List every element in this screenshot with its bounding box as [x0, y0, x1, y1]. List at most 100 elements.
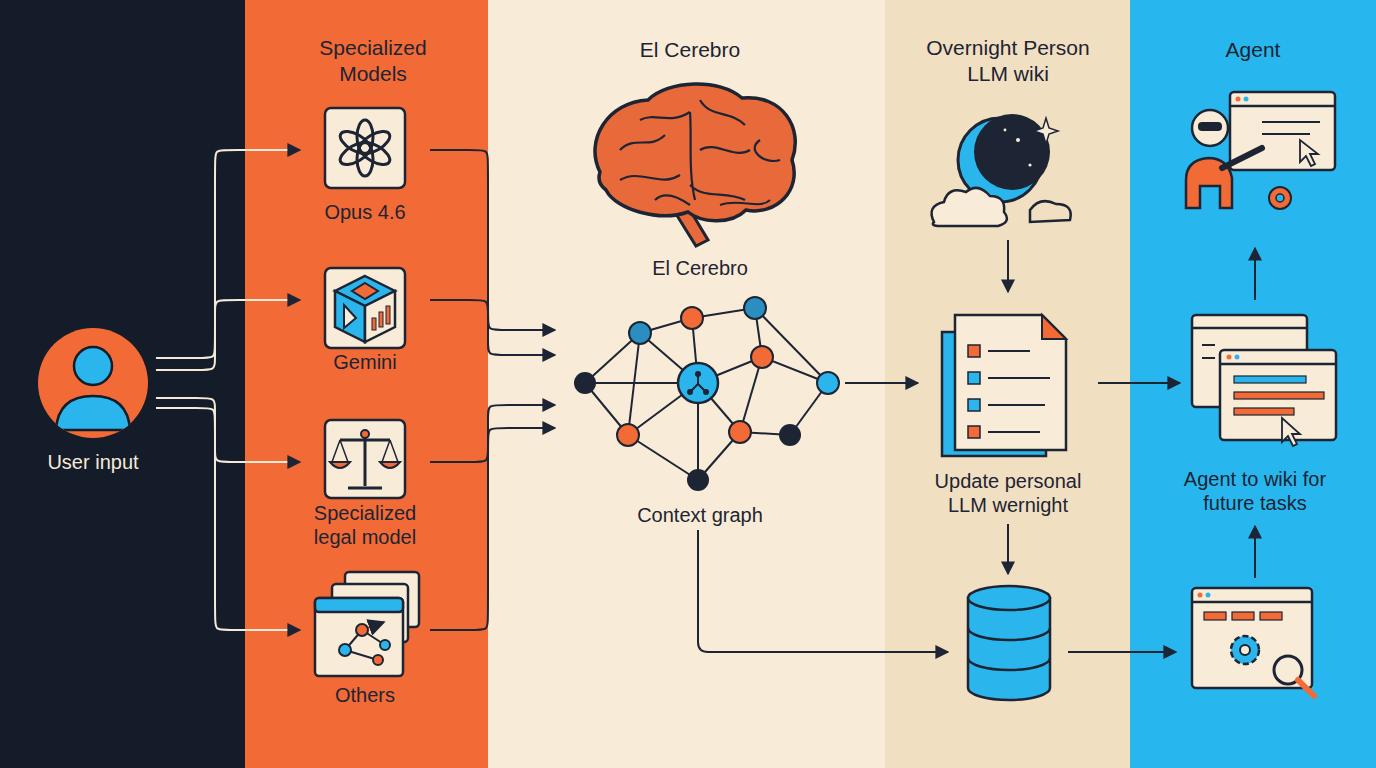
context-graph-illustration-part-part [755, 308, 828, 383]
agent-windows-icon-part [1202, 357, 1215, 359]
flow-arrow [156, 150, 300, 358]
agent-illustration-part [1198, 122, 1222, 131]
flow-arrow [156, 408, 300, 630]
windows-icon-part [315, 598, 403, 612]
cube-icon [325, 268, 405, 348]
process-node: User input [30, 328, 156, 474]
cube-icon-part [379, 312, 383, 327]
brain-illustration-part [720, 200, 770, 205]
cube-icon-part [352, 283, 378, 299]
agent-illustration-part [1262, 133, 1310, 135]
agent-windows-icon-part [1234, 376, 1306, 383]
cube-icon-part [344, 305, 356, 328]
windows-icon-part [373, 655, 383, 665]
node-label: Gemini [333, 350, 396, 374]
flow-arrow [430, 150, 555, 330]
agent-windows-icon-part [1234, 408, 1294, 415]
context-graph-illustration-part [729, 421, 751, 443]
document-icon-part [968, 426, 980, 438]
windows-icon-part [315, 598, 403, 676]
document-icon-part [968, 345, 980, 357]
node-label: User input [47, 450, 138, 474]
openai-icon-part [337, 127, 374, 158]
scales-icon-part [332, 440, 398, 462]
scales-icon [325, 420, 405, 498]
column-header: Specialized Models [283, 35, 463, 87]
search-window-icon-part [1206, 593, 1211, 598]
flow-arrow [845, 382, 918, 384]
context-graph-illustration-part [751, 346, 773, 368]
document-icon [942, 315, 1066, 456]
background-bands-part [0, 0, 245, 768]
search-window-icon-part [1192, 601, 1312, 604]
column-header: El Cerebro [590, 37, 790, 63]
node-label: Agent to wiki for future tasks [1180, 467, 1330, 515]
process-node: Others [300, 568, 430, 707]
context-graph-illustration-part [687, 389, 693, 395]
context-graph-illustration-part [744, 297, 766, 319]
moon-illustration-part [974, 114, 1050, 190]
search-window-icon [1192, 588, 1314, 696]
agent-illustration-part [1230, 105, 1335, 108]
flow-arrows-part [1007, 240, 1009, 292]
node-label: Opus 4.6 [324, 200, 405, 224]
context-graph-illustration-part-part [628, 333, 640, 435]
moon-illustration-part [932, 188, 1007, 226]
context-graph-illustration-part [678, 363, 718, 403]
document-icon-part [988, 404, 1045, 406]
context-graph-illustration-part [817, 372, 839, 394]
node-label: Others [335, 683, 395, 707]
process-node: El CerebroContext graph [555, 256, 845, 527]
agent-windows-icon-part [1234, 392, 1324, 399]
brain-illustration [595, 84, 795, 246]
context-graph-illustration-part [585, 308, 828, 480]
openai-icon-part [325, 108, 405, 188]
agent-windows-icon-part [1220, 363, 1336, 366]
context-graph-illustration-part [687, 469, 709, 491]
search-window-icon-part [1192, 588, 1312, 688]
brain-illustration-part [595, 84, 795, 221]
moon-illustration-part [1034, 118, 1058, 144]
scales-icon-part [325, 420, 405, 498]
agent-windows-icon-part [1235, 355, 1240, 360]
scales-icon-part [380, 462, 400, 468]
brain-illustration-part [620, 100, 780, 205]
node-label: Context graph [637, 503, 763, 527]
agent-illustration-part [1222, 148, 1262, 168]
agent-illustration-part [1192, 110, 1228, 146]
moon-illustration-part [1004, 129, 1007, 132]
agent-illustration-part [1262, 121, 1320, 123]
agent-windows-icon-part [1202, 344, 1215, 346]
user-icon-part-part [56, 396, 130, 430]
flow-arrows-part [1007, 524, 1009, 574]
moon-illustration-part [1028, 163, 1031, 166]
context-graph-illustration-part [617, 424, 639, 446]
process-node: Update personal LLM wernight [918, 312, 1098, 517]
windows-icon-part [380, 640, 390, 650]
document-icon-part [988, 431, 1040, 433]
cube-icon-part [372, 318, 376, 330]
flow-arrows-part [698, 530, 948, 652]
moon-illustration-part [1030, 201, 1071, 222]
database-icon-part [968, 586, 1050, 610]
agent-windows-icon-part [1227, 355, 1232, 360]
search-window-icon-part [1198, 593, 1203, 598]
document-icon-part [955, 315, 1066, 450]
search-window-icon-part [1240, 645, 1250, 655]
background-bands-part [245, 0, 488, 768]
flow-arrow [430, 300, 555, 355]
windows-icon [315, 572, 419, 676]
user-icon-part [74, 347, 112, 385]
user-icon-part [56, 396, 130, 430]
flow-arrows-part [1254, 526, 1256, 578]
search-window-icon-part [1232, 612, 1254, 620]
user-icon [38, 328, 148, 438]
agent-windows-icon-part [1282, 418, 1300, 446]
context-graph-illustration-part [681, 307, 703, 329]
context-graph-illustration-part [574, 372, 596, 394]
search-window-icon-part [1231, 636, 1259, 664]
flow-arrows [698, 240, 1255, 652]
flow-arrow [430, 405, 555, 462]
